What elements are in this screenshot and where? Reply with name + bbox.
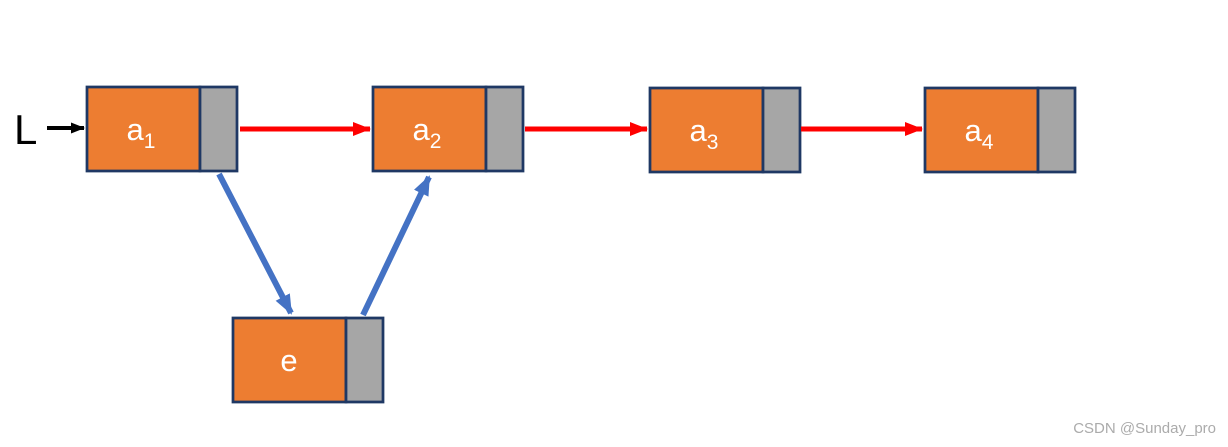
node-a2-data-cell (371, 85, 488, 173)
node-a4-label-sub: 4 (982, 131, 994, 154)
node-a1-label: a1 (127, 112, 156, 153)
node-a2-label-sub: 2 (430, 130, 442, 153)
node-e-label: e (280, 343, 297, 378)
node-a4-label-text: a (965, 113, 983, 148)
node-a3-label: a3 (690, 113, 719, 154)
node-a4: a4 (923, 86, 1077, 174)
node-a2-label-text: a (413, 112, 431, 147)
node-a2: a2 (371, 85, 525, 173)
node-a2-label: a2 (413, 112, 442, 153)
node-a2-pointer-cell (484, 85, 525, 173)
insert-arrow-e-a2 (360, 175, 432, 317)
node-a1-label-sub: 1 (144, 130, 156, 153)
node-a4-label: a4 (965, 113, 994, 154)
node-a3-data-cell (648, 86, 765, 174)
node-a1: a1 (85, 85, 239, 173)
node-a4-pointer-cell (1036, 86, 1077, 174)
node-a1-pointer-cell (198, 85, 239, 173)
node-a3-label-text: a (690, 113, 708, 148)
head-pointer-label: L (14, 106, 37, 153)
node-a3-pointer-cell (761, 86, 802, 174)
node-a1-label-text: a (127, 112, 145, 147)
node-e-data-cell (231, 316, 348, 404)
node-a3: a3 (648, 86, 802, 174)
node-e: e (231, 316, 385, 404)
watermark: CSDN @Sunday_pro (1073, 420, 1216, 437)
node-a3-label-sub: 3 (707, 131, 719, 154)
node-a4-data-cell (923, 86, 1040, 174)
node-e-pointer-cell (344, 316, 385, 404)
insert-arrow-a1-e (216, 172, 294, 315)
node-e-label-text: e (280, 343, 297, 378)
